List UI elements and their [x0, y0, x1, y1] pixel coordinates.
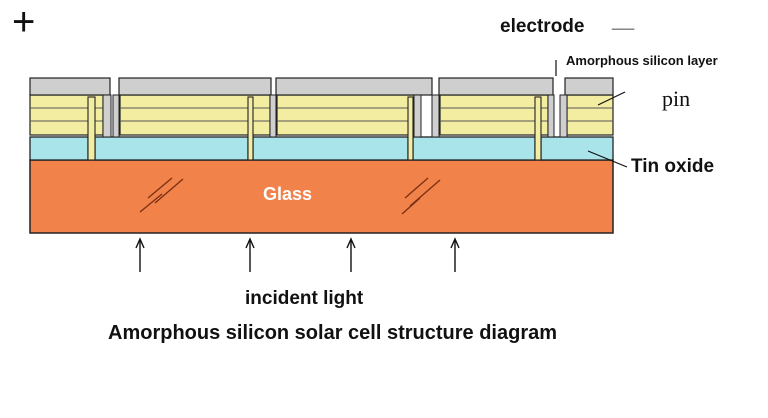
series-contacts — [87, 96, 542, 161]
incident-light-label: incident light — [245, 288, 364, 309]
pointer-lines — [555, 60, 628, 168]
glass-label: Glass — [263, 184, 313, 204]
electrode-grooves — [102, 94, 568, 138]
glass-substrate — [29, 159, 614, 234]
pin-layer-stripes — [30, 107, 613, 122]
pin-label: pin — [662, 86, 691, 111]
incident-light-arrows — [135, 237, 460, 272]
tin-oxide-layer — [29, 136, 614, 161]
glass-reflection-marks — [139, 177, 441, 215]
minus-terminal-label: __ — [612, 10, 635, 32]
electrode-label: electrode — [500, 16, 585, 37]
diagram-caption: Amorphous silicon solar cell structure d… — [108, 322, 558, 344]
tin-oxide-label: Tin oxide — [631, 156, 715, 177]
plus-terminal-label: + — [12, 0, 36, 44]
electrode-layer — [29, 77, 614, 96]
amorphous-silicon-layer-label: Amorphous silicon layer — [566, 53, 718, 68]
